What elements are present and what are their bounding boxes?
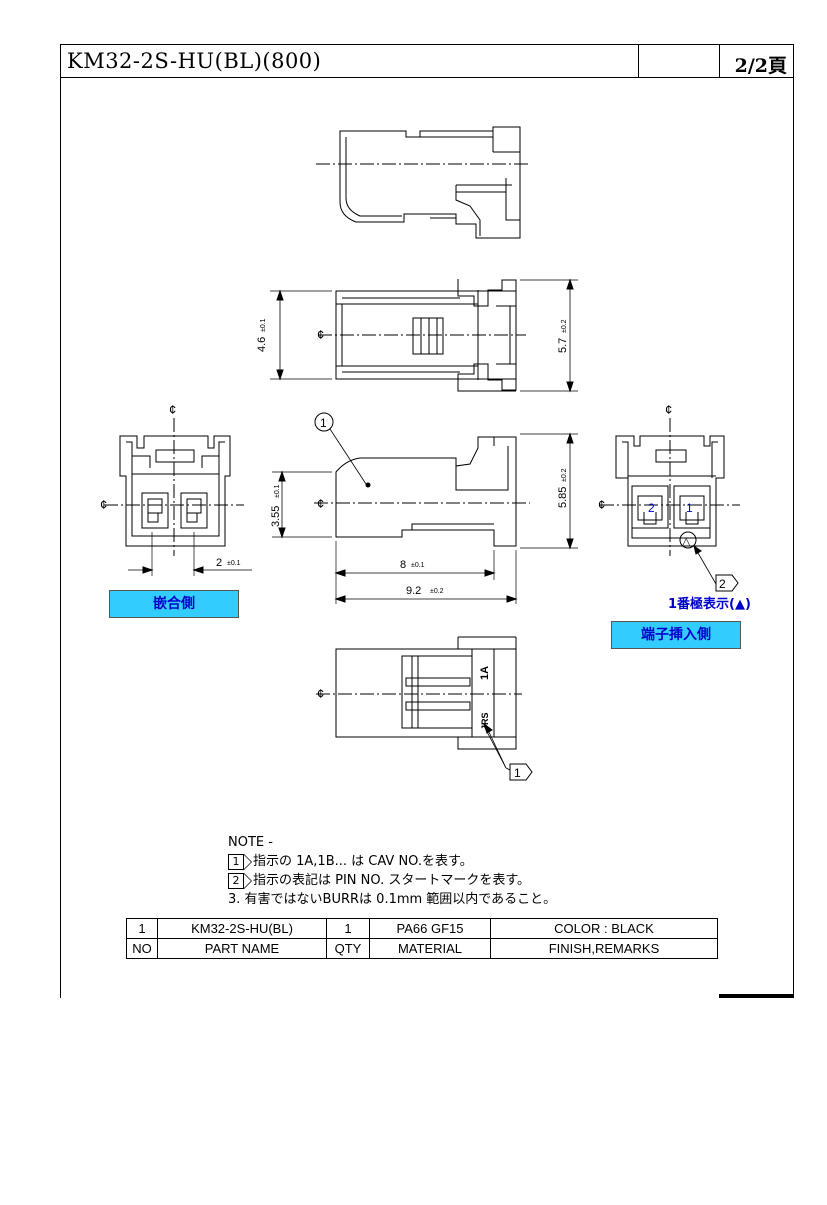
dim-pitch-2: 2: [216, 557, 222, 569]
marker-2-label: 2: [719, 577, 726, 591]
note-3: 3. 有害ではないBURRは 0.1mm 範囲以内であること。: [228, 890, 556, 909]
note-2-text: 指示の表記は PIN NO. スタートマークを表す。: [253, 873, 531, 888]
dim-height-46: 4.6: [256, 337, 268, 352]
bill-of-materials: 1 KM32-2S-HU(BL) 1 PA66 GF15 COLOR : BLA…: [126, 918, 718, 959]
mating-side-tag: 嵌合側: [109, 590, 239, 618]
terminal-side-tag: 端子挿入側: [611, 621, 741, 649]
dim-height-355: 3.55: [270, 506, 282, 527]
top-view: [316, 126, 528, 239]
pin1-triangle: △: [682, 536, 691, 548]
dim-tol-8: ±0.1: [411, 562, 425, 569]
mating-side-view: [104, 418, 252, 576]
bom-material: PA66 GF15: [369, 918, 491, 939]
centerline-mark: ¢: [598, 497, 605, 512]
title-block: KM32-2S-HU(BL)(800) 2/2頁: [60, 44, 794, 78]
bom-part-name: KM32-2S-HU(BL): [157, 918, 327, 939]
dim-height-585: 5.85: [557, 487, 569, 508]
bom-header-part-name: PART NAME: [157, 938, 327, 959]
dim-length-92: 9.2: [406, 585, 421, 597]
frame-right-border: [793, 78, 794, 998]
bom-no: 1: [126, 918, 158, 939]
note-1-text: 指示の 1A,1B... は CAV NO.を表す。: [253, 854, 473, 869]
side-view: [272, 412, 578, 604]
bom-header-no: NO: [126, 938, 158, 959]
balloon-1: 1: [320, 416, 327, 430]
note-3-text: 3. 有害ではないBURRは 0.1mm 範囲以内であること。: [228, 892, 557, 907]
centerline-mark: ¢: [317, 496, 324, 511]
bom-header-material: MATERIAL: [369, 938, 491, 959]
page-number: 2/2頁: [734, 55, 787, 77]
marker-1-label: 1: [514, 766, 521, 780]
marker-2-box: [715, 574, 739, 592]
note-2: 2 指示の表記は PIN NO. スタートマークを表す。: [228, 871, 556, 890]
title-blank-cell: [638, 45, 720, 77]
dim-tol-92: ±0.2: [430, 588, 444, 595]
note-1: 1 指示の 1A,1B... は CAV NO.を表す。: [228, 852, 556, 871]
bottom-view: [316, 636, 522, 771]
bom-remarks: COLOR : BLACK: [490, 918, 718, 939]
dim-tol-57: ±0.2: [561, 319, 568, 333]
dim-height-57: 5.7: [557, 338, 569, 353]
note-1-marker: 1: [228, 853, 252, 870]
centerline-mark: ¢: [665, 402, 672, 417]
bom-qty: 1: [326, 918, 370, 939]
bom-row: 1 KM32-2S-HU(BL) 1 PA66 GF15 COLOR : BLA…: [126, 918, 718, 939]
bom-header-qty: QTY: [326, 938, 370, 959]
notes-block: NOTE - 1 指示の 1A,1B... は CAV NO.を表す。 2 指示…: [228, 833, 556, 909]
note-2-marker: 2: [228, 872, 252, 889]
dim-tol-355: ±0.1: [274, 484, 281, 498]
dim-tol-585: ±0.2: [561, 468, 568, 482]
dim-tol-46: ±0.1: [260, 318, 267, 332]
centerline-mark: ¢: [169, 402, 176, 417]
cavity-mark-1a: 1A: [479, 666, 491, 680]
frame-foot-mark: [719, 994, 794, 998]
part-number-title: KM32-2S-HU(BL)(800): [67, 49, 322, 73]
bom-header-remarks: FINISH,REMARKS: [490, 938, 718, 959]
centerline-mark: ¢: [100, 497, 107, 512]
centerline-mark: ¢: [317, 686, 324, 701]
pin1-mark-label: 1番極表示(▲): [668, 597, 751, 612]
frame-left-border: [60, 78, 61, 998]
terminal-side-view: [600, 418, 740, 585]
marker-1-box: [509, 763, 533, 781]
dim-length-8: 8: [400, 559, 406, 571]
dim-tol-2: ±0.1: [227, 560, 241, 567]
notes-header: NOTE -: [228, 835, 273, 850]
jrs-logo-mark: JRS: [480, 712, 490, 730]
pin-1-label: 1: [686, 501, 693, 515]
centerline-mark: ¢: [317, 327, 324, 342]
bom-header-row: NO PART NAME QTY MATERIAL FINISH,REMARKS: [126, 938, 718, 959]
pin-2-label: 2: [648, 501, 655, 515]
plan-view: [270, 278, 578, 393]
